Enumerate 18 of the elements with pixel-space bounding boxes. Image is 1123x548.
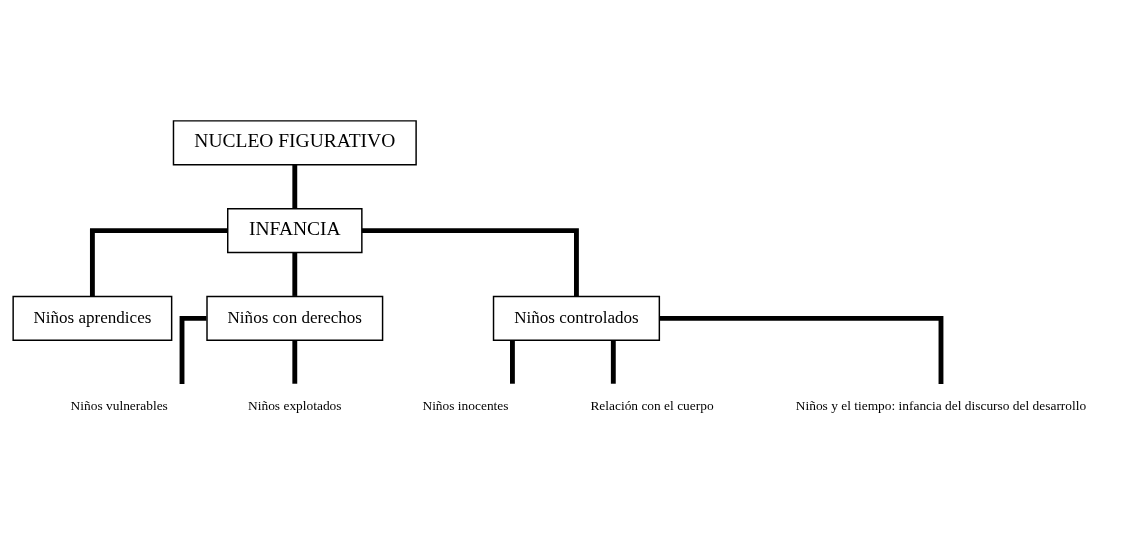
node-text: Niños inocentes bbox=[422, 397, 509, 413]
node-text: Niños explotados bbox=[248, 397, 342, 413]
connector bbox=[292, 340, 298, 384]
connector bbox=[89, 227, 228, 296]
connector bbox=[610, 340, 616, 384]
connector bbox=[292, 164, 298, 208]
node-box: Niños aprendices bbox=[12, 295, 173, 341]
node-box: Niños con derechos bbox=[206, 295, 384, 341]
node-text: Relación con el cuerpo bbox=[590, 397, 714, 413]
node-box: NUCLEO FIGURATIVO bbox=[172, 119, 417, 165]
connector bbox=[361, 227, 579, 296]
node-text: Niños y el tiempo: infancia del discurso del desarrollo bbox=[795, 397, 1087, 413]
node-box: Niños controlados bbox=[492, 295, 661, 341]
connector bbox=[510, 340, 515, 384]
node-box: INFANCIA bbox=[227, 207, 363, 253]
connector bbox=[659, 315, 944, 384]
connector bbox=[292, 252, 298, 296]
node-text: Niños vulnerables bbox=[70, 397, 168, 413]
